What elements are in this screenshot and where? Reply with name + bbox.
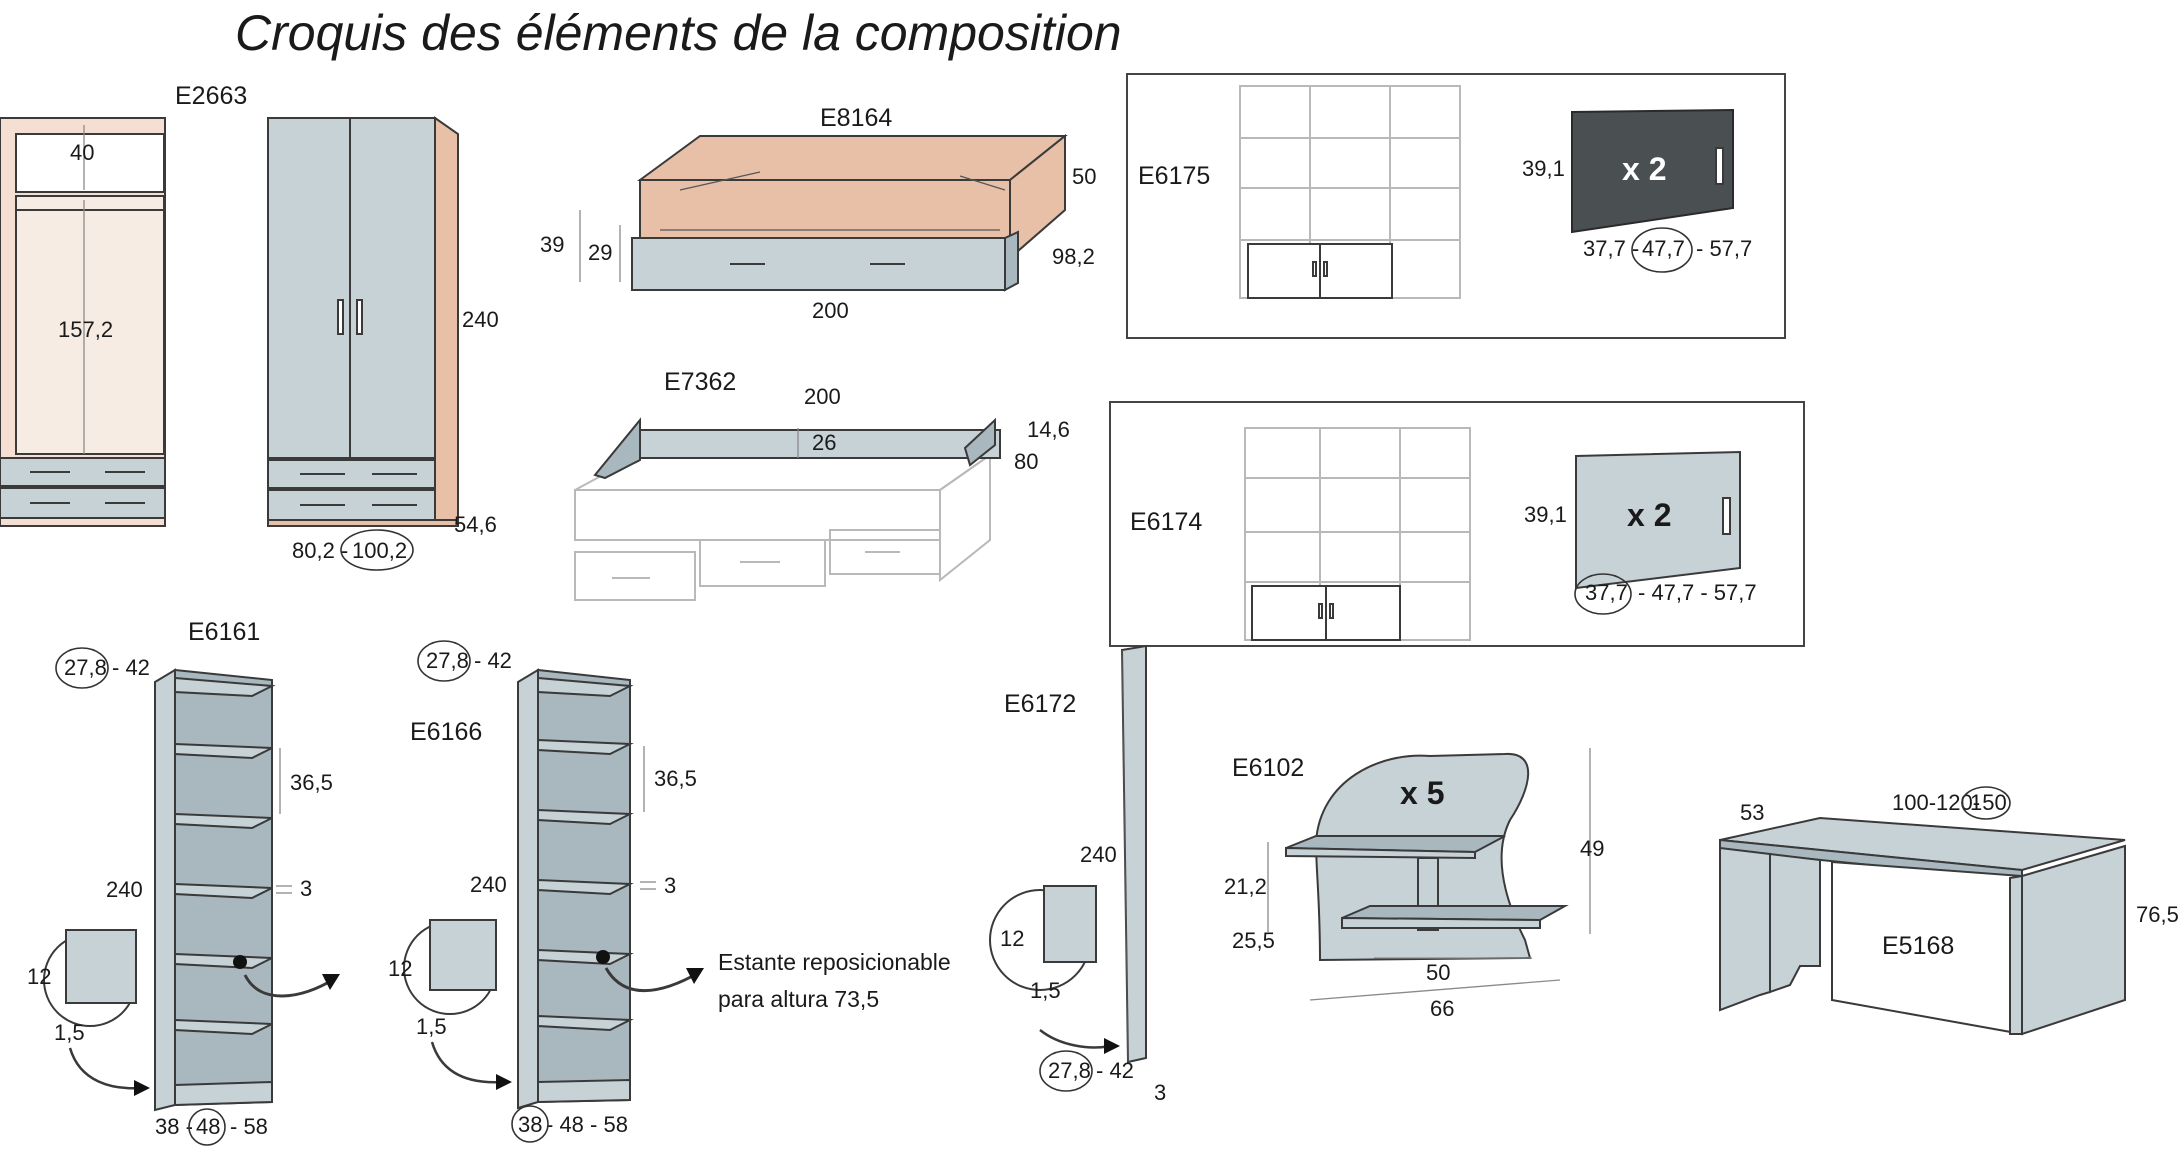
dim-e6166-height: 240	[470, 872, 507, 897]
dim-e6174-w1: 37,7	[1585, 580, 1628, 605]
bed-e7362: E7362 200 26 14,6 80	[574, 368, 1070, 601]
code-e6172: E6172	[1004, 690, 1076, 718]
dim-e6172-detail-h: 12	[1000, 926, 1024, 951]
dim-e6161-detail-w: 1,5	[54, 1020, 85, 1045]
dim-e7362-height: 26	[812, 430, 836, 455]
dim-e6166-shelf-gap: 36,5	[654, 766, 697, 791]
bookcase-e6175: E6175 x 2 39,1 37,7 - 47,7 - 57,7	[1126, 73, 1786, 339]
dim-e6102-h-shelf: 21,2	[1224, 874, 1267, 899]
dim-e6166-d2: - 42	[474, 648, 512, 673]
dim-e2663-inner-top: 40	[70, 140, 94, 165]
dim-e6166-d1: 27,8	[426, 648, 469, 673]
dim-e6161-d2: - 42	[112, 655, 150, 680]
dim-e8164-h3: 50	[1072, 164, 1096, 189]
dim-e7362-thick: 14,6	[1027, 417, 1070, 442]
code-e5168: E5168	[1882, 932, 1954, 960]
dim-e6166-shelf-thick: 3	[664, 873, 676, 898]
dim-e6161-height: 240	[106, 877, 143, 902]
dim-e6161-w3: - 58	[230, 1114, 268, 1139]
dim-e6172-d1: 27,8	[1048, 1058, 1091, 1083]
dim-e6102-w-out: 66	[1430, 996, 1454, 1021]
dim-e6161-shelf-gap: 36,5	[290, 770, 333, 795]
bookcase-e6174: E6174 x 2 39,1 37,7 - 47,7 - 57,7	[1109, 401, 1805, 647]
dim-e6102-w-in: 50	[1426, 960, 1450, 985]
panel-e6172: E6172 240 12 1,5 27,8 - 42 3	[989, 644, 1166, 1105]
dim-e6174-w2: - 47,7 - 57,7	[1638, 580, 1757, 605]
dim-e6161-detail-h: 12	[27, 964, 51, 989]
dim-e6166-w1: 38	[518, 1112, 542, 1137]
dim-e6172-height: 240	[1080, 842, 1117, 867]
dim-e2663-width-a: 80,2 -	[292, 538, 348, 563]
dim-e7362-depth: 80	[1014, 449, 1038, 474]
code-e8164: E8164	[820, 104, 892, 132]
dim-e5168-height: 76,5	[2136, 902, 2179, 927]
dim-e2663-depth: 54,6	[454, 512, 497, 537]
dim-e2663-inner-height: 157,2	[58, 317, 113, 342]
label-e6102-count: x 5	[1400, 775, 1444, 811]
code-e6161: E6161	[188, 618, 260, 646]
dim-e6166-detail-h: 12	[388, 956, 412, 981]
label-e6175-count: x 2	[1622, 151, 1666, 187]
dim-e6161-w2: 48	[196, 1114, 220, 1139]
dim-e6172-d2: - 42	[1096, 1058, 1134, 1083]
shelf-e6161: E6161 27,8 - 42 36,5 3 240 12 1,5	[27, 618, 340, 1146]
note-e6166-line1: Estante reposicionable	[718, 949, 951, 975]
dim-e8164-h1: 39	[540, 232, 564, 257]
dim-e2663-width-b: 100,2	[352, 538, 407, 563]
shelf-e6166: 27,8 - 42 E6166 36,5 3 240 Estante repos…	[388, 640, 951, 1143]
dim-e6175-w3: - 57,7	[1696, 236, 1752, 261]
code-e6102: E6102	[1232, 754, 1304, 782]
code-e7362: E7362	[664, 368, 736, 396]
dim-e6102-depth: 25,5	[1232, 928, 1275, 953]
dim-e6161-d1: 27,8	[64, 655, 107, 680]
dim-e6172-detail-w: 1,5	[1030, 978, 1061, 1003]
dim-e5168-depth: 53	[1740, 800, 1764, 825]
dim-e5168-w2: 150	[1970, 790, 2007, 815]
dim-e8164-length: 200	[812, 298, 849, 323]
code-e6175: E6175	[1138, 162, 1210, 190]
dim-e6174-door-h: 39,1	[1524, 502, 1567, 527]
code-e2663: E2663	[175, 82, 247, 110]
note-e6166-line2: para altura 73,5	[718, 986, 879, 1012]
dim-e6166-w2: - 48 - 58	[546, 1112, 628, 1137]
dim-e2663-height: 240	[462, 307, 499, 332]
dim-e8164-h2: 29	[588, 240, 612, 265]
page-title: Croquis des éléments de la composition	[235, 5, 1122, 61]
code-e6166: E6166	[410, 718, 482, 746]
wallshelf-e6102: E6102 x 5 21,2 25,5 49 50 66	[1224, 748, 1604, 1021]
dim-e6175-w1: 37,7 -	[1583, 236, 1639, 261]
desk-e5168: 53 100-120- 150 E5168 76,5	[1719, 786, 2179, 1036]
code-e6174: E6174	[1130, 508, 1202, 536]
bed-e8164: E8164 39 29 50 98,2 200	[540, 104, 1096, 323]
dim-e6166-detail-w: 1,5	[416, 1014, 447, 1039]
dim-e6161-w1: 38 -	[155, 1114, 193, 1139]
dim-e8164-depth: 98,2	[1052, 244, 1095, 269]
dim-e6172-thick: 3	[1154, 1080, 1166, 1105]
dim-e6161-shelf-thick: 3	[300, 876, 312, 901]
dim-e7362-length: 200	[804, 384, 841, 409]
label-e6174-count: x 2	[1627, 497, 1671, 533]
dim-e6175-door-h: 39,1	[1522, 156, 1565, 181]
dim-e6175-w2: 47,7	[1642, 236, 1685, 261]
wardrobe-e2663: E2663 40 157,2 240 54,6 80,2 - 100,2	[0, 82, 499, 571]
dim-e6102-height: 49	[1580, 836, 1604, 861]
